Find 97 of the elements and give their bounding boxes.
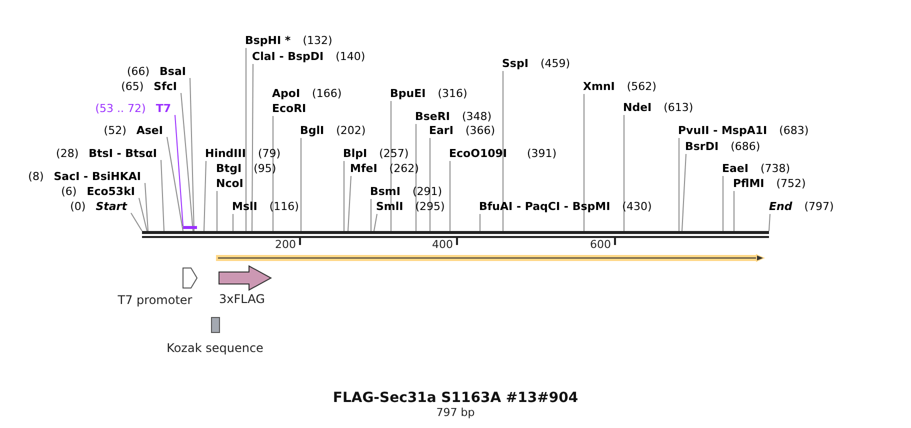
position-number: (66) <box>126 64 150 79</box>
feature-label: T7 promoter <box>116 292 194 309</box>
leader-line <box>130 212 142 232</box>
site-name: EcoRI <box>272 101 308 116</box>
site-name: XmnI <box>583 79 615 94</box>
site-name: Start <box>96 199 127 214</box>
site-name: BlpI <box>343 146 368 161</box>
feature-label: Kozak sequence <box>166 340 264 357</box>
leader-line <box>138 198 148 232</box>
position-number: (752) <box>776 176 806 191</box>
site-name: HindIII <box>205 146 246 161</box>
position-number: (52) <box>104 123 126 138</box>
position-number: (79) <box>258 146 281 161</box>
leader-line <box>502 70 504 232</box>
position-number: (140) <box>336 49 366 64</box>
position-number: (316) <box>438 86 468 101</box>
leader-line <box>204 160 206 232</box>
site-name: EaeI <box>722 161 748 176</box>
position-number: (291) <box>412 184 442 199</box>
position-number: (797) <box>804 199 834 214</box>
leader-line <box>768 214 770 232</box>
position-number: (348) <box>462 109 492 124</box>
position-number: (202) <box>336 123 366 138</box>
site-name: AseI <box>136 123 163 138</box>
leader-line <box>390 100 392 232</box>
site-name: BspHI * <box>245 33 291 48</box>
feature-label: 3xFLAG <box>219 291 265 308</box>
sequence-length: 797 bp <box>435 405 476 421</box>
position-number: (683) <box>779 123 809 138</box>
site-name: BsaI <box>160 64 186 79</box>
position-number: (166) <box>312 86 342 101</box>
position-number: (430) <box>622 199 652 214</box>
leader-line <box>160 160 164 232</box>
position-number: (562) <box>626 79 656 94</box>
leader-line <box>174 114 184 226</box>
site-name: BseRI <box>415 109 450 124</box>
position-number: (257) <box>379 146 409 161</box>
site-name: EarI <box>429 123 454 138</box>
site-name: Eco53kI <box>86 184 135 199</box>
position-number: (132) <box>302 33 332 48</box>
site-name: PvuII - MspA1I <box>678 123 768 138</box>
site-name: NcoI <box>216 176 244 191</box>
position-number: (686) <box>730 139 760 154</box>
site-name: SspI <box>502 56 528 71</box>
site-name: ClaI - BspDI <box>252 49 324 64</box>
site-name: ApoI <box>272 86 300 101</box>
site-name: BsmI <box>370 184 400 199</box>
leader-line <box>348 176 352 232</box>
site-name: BglI <box>300 123 324 138</box>
title: FLAG-Sec31a S1163A #13#904 <box>332 389 580 408</box>
scale-label: 200 <box>275 238 296 251</box>
leader-line <box>300 138 302 232</box>
position-number: (366) <box>465 123 496 138</box>
site-name: EcoO109I <box>449 146 507 161</box>
site-name: BtgI <box>216 161 242 176</box>
site-name: BsrDI <box>685 139 719 154</box>
position-number: (53 .. 72) <box>95 101 146 116</box>
site-name: BtsI - BtsαI <box>88 146 157 161</box>
leader-line <box>374 214 378 232</box>
leader-line <box>166 136 184 232</box>
scale-label: 400 <box>432 238 453 251</box>
leader-line <box>144 182 148 232</box>
leader-line <box>180 92 194 232</box>
position-number: (391) <box>527 146 557 161</box>
position-number: (738) <box>760 161 790 176</box>
site-name: End <box>769 199 792 214</box>
leader-line <box>190 78 194 232</box>
position-number: (0) <box>70 199 86 214</box>
site-name: NdeI <box>623 100 652 115</box>
leader-line <box>272 116 274 232</box>
leader-line <box>682 154 686 232</box>
site-name: SmlI <box>376 199 404 214</box>
position-number: (28) <box>56 146 79 161</box>
position-number: (459) <box>540 56 570 71</box>
leader-line <box>216 190 218 232</box>
position-number: (295) <box>415 199 445 214</box>
leader-line <box>370 198 372 232</box>
position-number: (6) <box>61 184 77 199</box>
site-name: MfeI <box>350 161 378 176</box>
site-name: PflMI <box>733 176 764 191</box>
site-name: SfcI <box>154 79 177 94</box>
scale-label: 600 <box>590 238 611 251</box>
position-number: (95) <box>254 161 276 176</box>
leader-line <box>232 214 234 232</box>
position-number: (262) <box>389 161 419 176</box>
position-number: (8) <box>28 169 44 184</box>
leader-line <box>722 176 724 232</box>
site-name: MslI <box>232 199 258 214</box>
leader-line <box>252 64 254 232</box>
site-name: BfuAI - PaqCI - BspMI <box>479 199 610 214</box>
site-name: BpuEI <box>390 86 426 101</box>
position-number: (613) <box>664 100 694 115</box>
position-number: (65) <box>121 79 144 94</box>
site-name: SacI - BsiHKAI <box>54 169 141 184</box>
site-name: T7 <box>156 101 171 116</box>
leader-line <box>678 138 680 232</box>
position-number: (116) <box>269 199 299 214</box>
